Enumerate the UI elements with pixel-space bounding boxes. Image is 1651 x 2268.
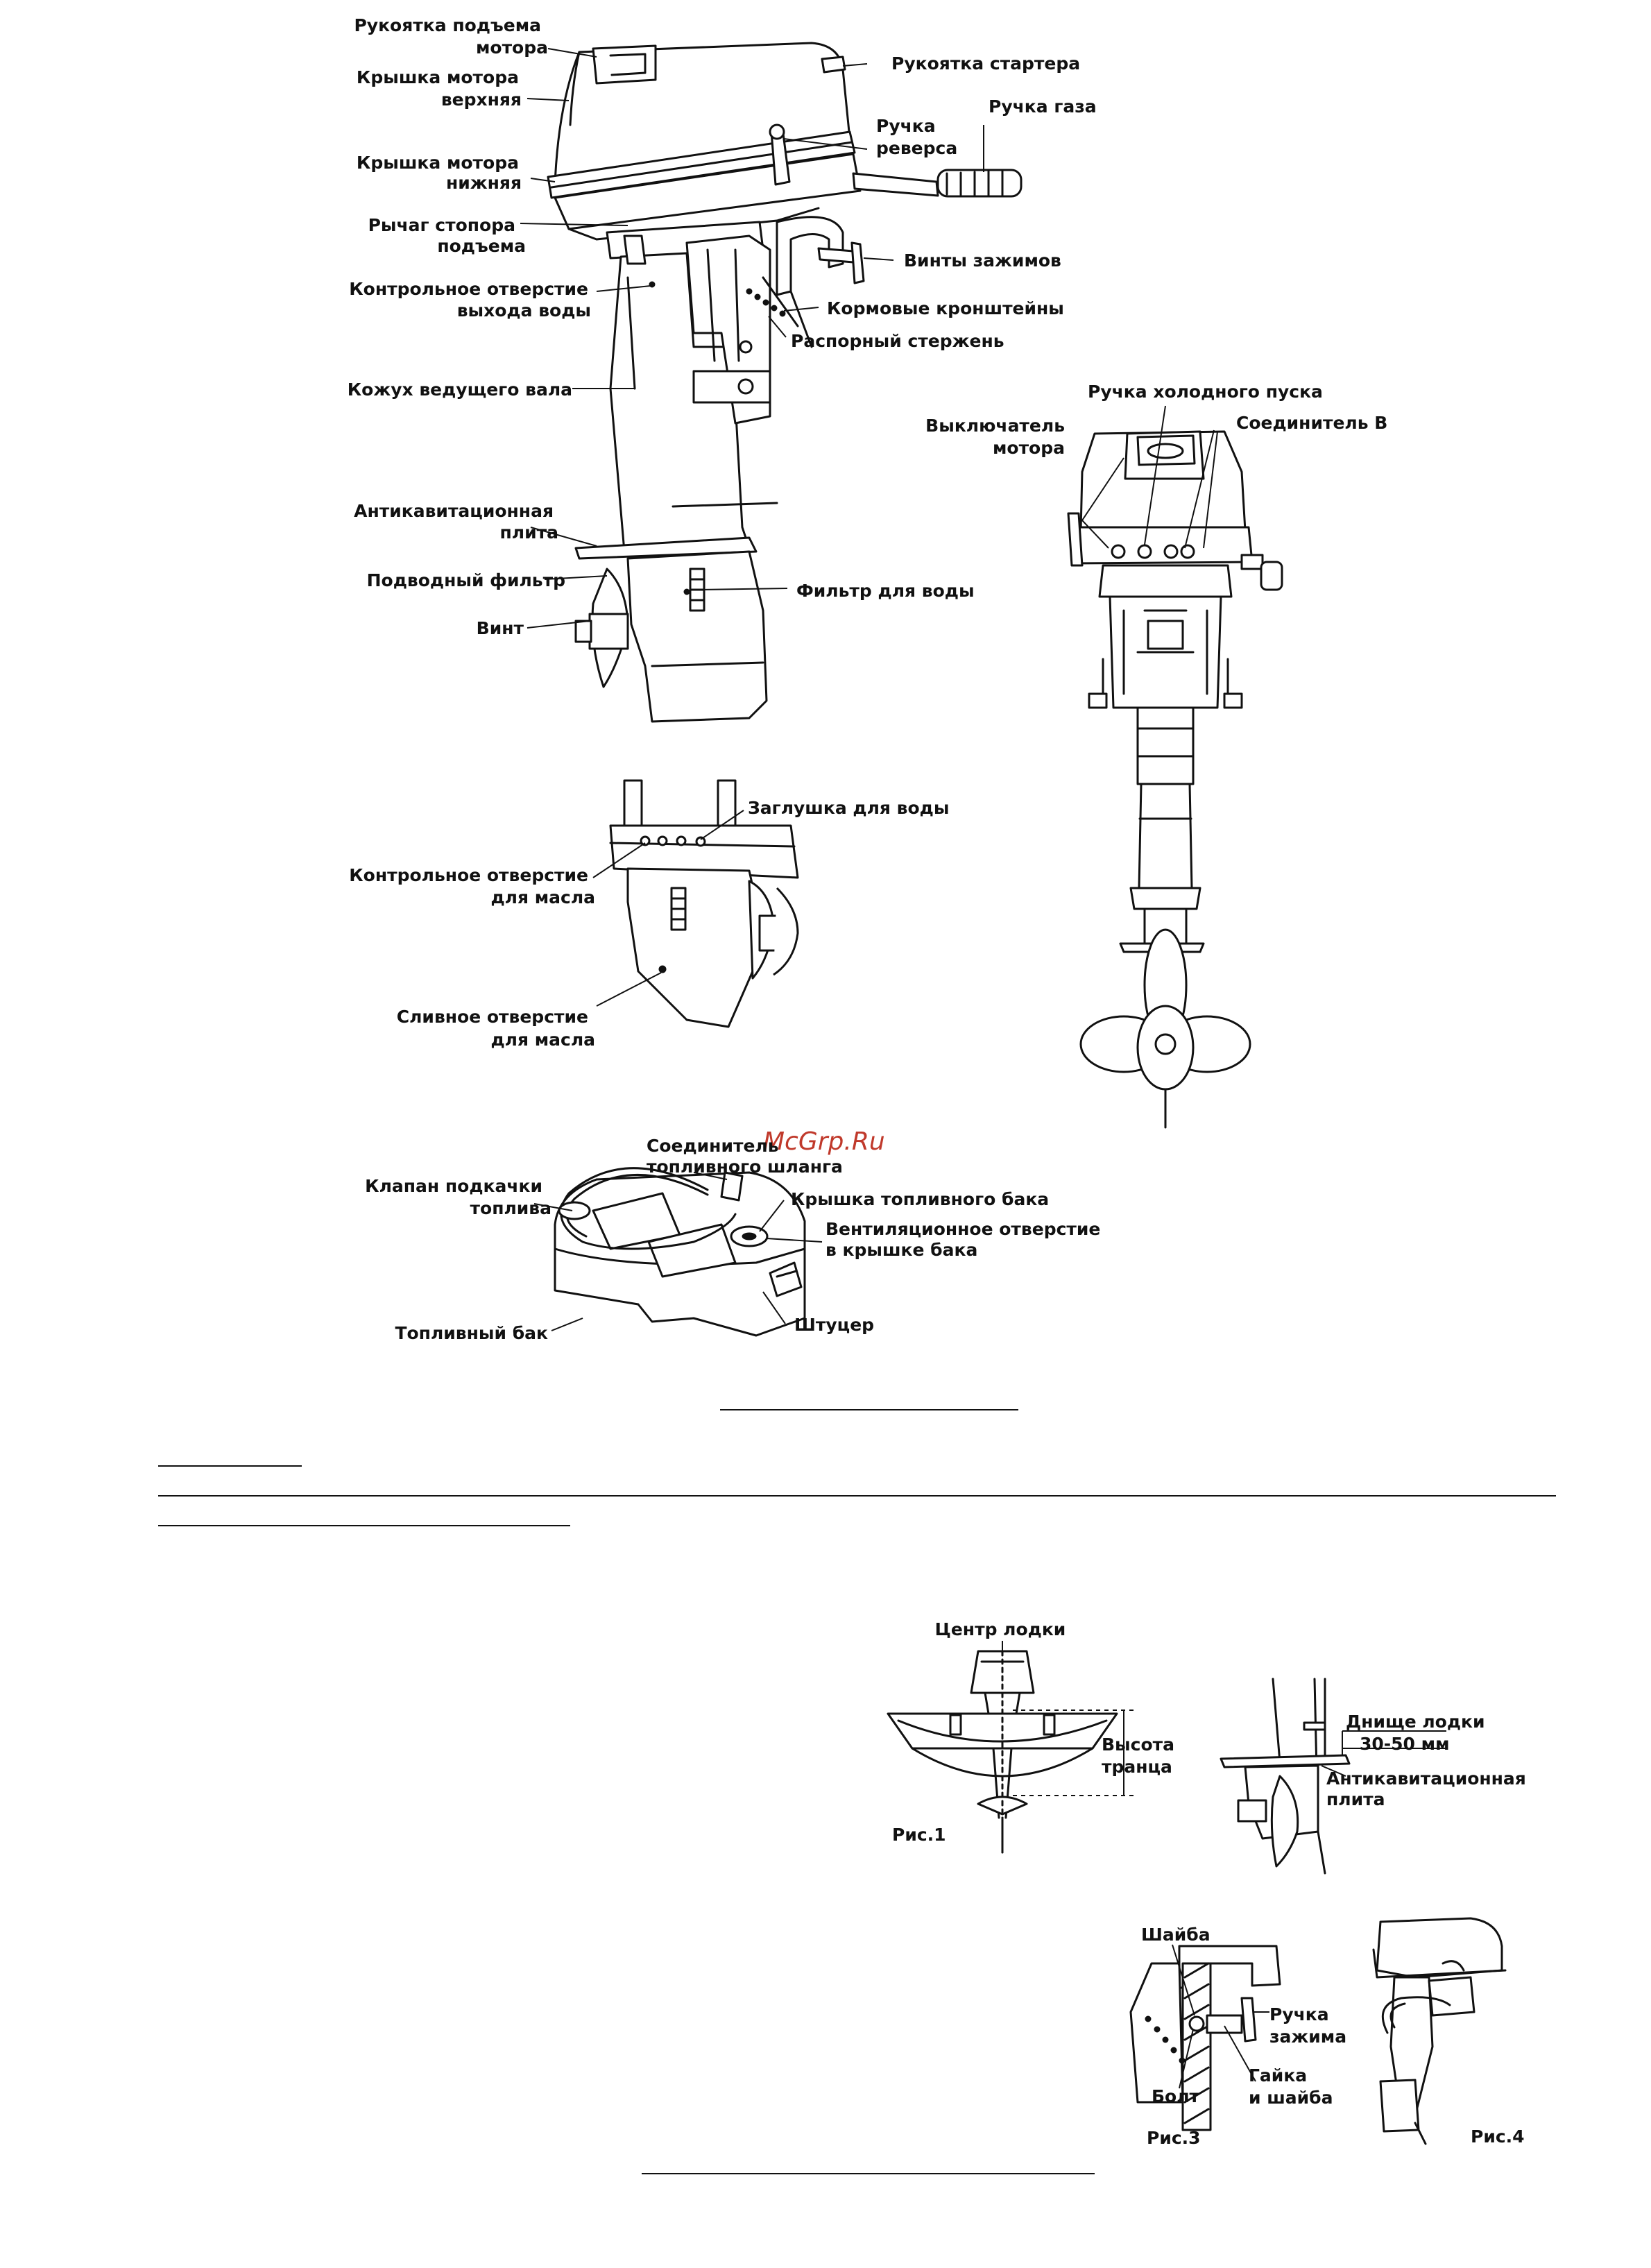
label-throttle-grip: Ручка газа xyxy=(989,96,1097,117)
tank-labels: McGrp.Ru Соединитель топливного шланга К… xyxy=(365,1127,1100,1343)
label-lift-handle: Рукоятка подъема xyxy=(354,15,541,35)
fig2-clearance xyxy=(1221,1679,1446,1873)
front-figure-labels: Ручка холодного пуска Выключатель мотора… xyxy=(925,382,1387,458)
label-boat-bottom: Днище лодки xyxy=(1346,1712,1485,1732)
label-cap-vent-2: в крышке бака xyxy=(826,1240,977,1260)
label-top-cover: Крышка мотора xyxy=(357,67,519,87)
fig3-labels: Шайба Ручка зажима Болт Гайка и шайба Ри… xyxy=(1141,1925,1346,2148)
fig4-safety-cable xyxy=(1374,1918,1505,2144)
label-tank-cap: Крышка топливного бака xyxy=(791,1189,1049,1209)
outboard-front-view xyxy=(1068,432,1282,1127)
label-clamp-screws: Винты зажимов xyxy=(904,250,1061,271)
fig2-labels: Днище лодки 30-50 мм Антикавитационная п… xyxy=(1326,1712,1526,1809)
label-hose-connector: Соединитель xyxy=(647,1136,779,1156)
label-bottom-cover-2: нижняя xyxy=(446,173,522,193)
label-anticav-plate: Антикавитационная xyxy=(354,501,554,521)
label-top-cover-2: верхняя xyxy=(441,89,522,110)
label-hose-connector-2: топливного шланга xyxy=(647,1157,843,1177)
gearcase-labels: Заглушка для воды Контрольное отверстие … xyxy=(349,798,949,1050)
label-water-outlet: Контрольное отверстие xyxy=(349,279,588,299)
label-tilt-lock-2: подъема xyxy=(437,236,526,256)
label-lift-handle-2: мотора xyxy=(476,37,548,58)
fig1-labels: Центр лодки Высота транца Рис.1 xyxy=(892,1619,1174,1845)
label-washer: Шайба xyxy=(1141,1925,1211,1945)
label-water-plug: Заглушка для воды xyxy=(748,798,949,818)
label-starter-handle: Рукоятка стартера xyxy=(891,53,1080,74)
label-fitting: Штуцер xyxy=(794,1315,874,1335)
label-nut-washer: Гайка xyxy=(1249,2065,1307,2086)
label-transom-height-2: транца xyxy=(1102,1757,1172,1777)
label-nut-washer-2: и шайба xyxy=(1249,2088,1333,2108)
page-rules xyxy=(158,1410,1556,2174)
front-figure-leaders xyxy=(1082,406,1217,548)
label-fuel-tank: Топливный бак xyxy=(395,1323,548,1343)
label-propeller: Винт xyxy=(477,618,524,638)
fig3-bracket-mount xyxy=(1131,1945,1280,2130)
label-stop-switch: Выключатель xyxy=(925,416,1065,436)
label-choke-knob: Ручка холодного пуска xyxy=(1088,382,1323,402)
label-water-filter: Фильтр для воды xyxy=(796,581,975,601)
label-primer-bulb: Клапан подкачки xyxy=(365,1176,542,1196)
main-figure-leaders xyxy=(520,49,984,628)
label-clearance: 30-50 мм xyxy=(1360,1734,1450,1754)
label-oil-drain-hole: Сливное отверстие xyxy=(397,1007,588,1027)
label-oil-level-hole-2: для масла xyxy=(490,887,595,907)
label-reverse-lever: Ручка xyxy=(876,116,936,136)
label-thrust-rod: Распорный стержень xyxy=(791,331,1004,351)
label-clamp-handle: Ручка xyxy=(1269,2004,1329,2024)
label-drive-shaft-housing: Кожух ведущего вала xyxy=(348,380,572,400)
fig3-caption: Рис.3 xyxy=(1147,2128,1201,2148)
gearcase-leaders xyxy=(593,810,744,1006)
label-cap-vent: Вентиляционное отверстие xyxy=(826,1219,1100,1239)
label-boat-center: Центр лодки xyxy=(935,1619,1066,1639)
watermark: McGrp.Ru xyxy=(763,1127,885,1156)
tank-leaders xyxy=(534,1173,822,1331)
label-bolt: Болт xyxy=(1152,2086,1200,2106)
main-figure-labels: Рукоятка подъема мотора Крышка мотора ве… xyxy=(348,15,1097,638)
label-reverse-lever-2: реверса xyxy=(876,138,957,158)
label-oil-level-hole: Контрольное отверстие xyxy=(349,865,588,885)
gearcase-detail xyxy=(610,781,798,1027)
fig1-transom xyxy=(888,1641,1138,1852)
label-transom-height: Высота xyxy=(1102,1734,1174,1755)
label-tilt-lock: Рычаг стопора xyxy=(368,215,515,235)
outboard-side-view xyxy=(548,43,1021,722)
label-water-outlet-2: выхода воды xyxy=(457,300,591,321)
label-bottom-cover: Крышка мотора xyxy=(357,153,519,173)
label-clamp-handle-2: зажима xyxy=(1269,2027,1346,2047)
label-connector-b: Соединитель B xyxy=(1236,413,1387,433)
label-anticav-plate-2: плита xyxy=(500,522,558,543)
label-underwater-filter: Подводный фильтр xyxy=(367,570,565,590)
label-stern-brackets: Кормовые кронштейны xyxy=(827,298,1064,318)
fig4-caption: Рис.4 xyxy=(1471,2126,1525,2147)
fig1-caption: Рис.1 xyxy=(892,1825,946,1845)
label-fig2-anticav-2: плита xyxy=(1326,1789,1385,1809)
label-oil-drain-hole-2: для масла xyxy=(490,1030,595,1050)
label-primer-bulb-2: топлива xyxy=(470,1198,551,1218)
fuel-tank xyxy=(555,1168,805,1336)
fig4-labels: Рис.4 xyxy=(1471,2126,1525,2147)
label-fig2-anticav: Антикавитационная xyxy=(1326,1768,1526,1789)
label-stop-switch-2: мотора xyxy=(993,438,1065,458)
